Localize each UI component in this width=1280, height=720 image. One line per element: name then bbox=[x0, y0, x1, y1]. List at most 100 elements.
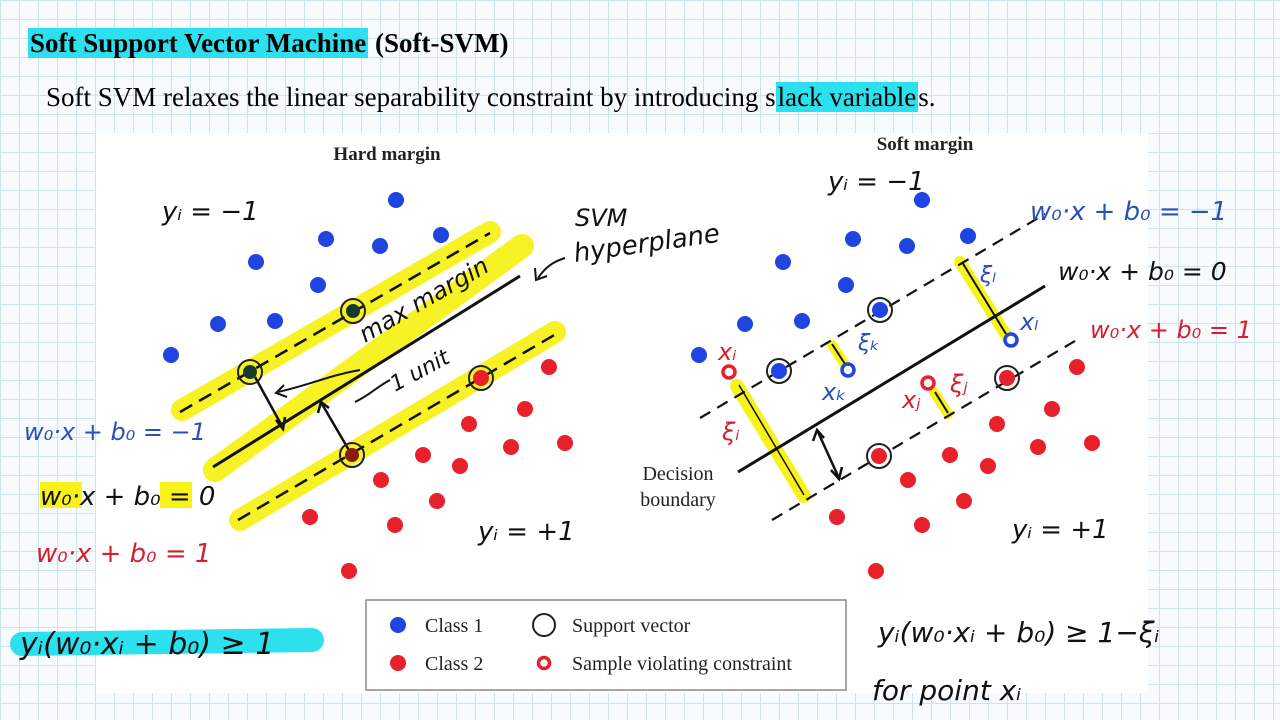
hard-eq-zero: w₀·x + b₀ = 0 bbox=[40, 482, 215, 512]
violating-point-l bbox=[1003, 332, 1019, 348]
soft-class2-point bbox=[1044, 401, 1060, 417]
hard-eq-pos: w₀·x + b₀ = 1 bbox=[36, 539, 211, 569]
label-x-j: xⱼ bbox=[901, 386, 921, 414]
hard-class1-point bbox=[310, 277, 326, 293]
subtitle-before: Soft SVM relaxes the linear separability… bbox=[46, 82, 776, 112]
decision-label-line1: Decision bbox=[642, 463, 713, 485]
label-x-k: xₖ bbox=[821, 378, 846, 406]
soft-arrowhead-b bbox=[830, 466, 844, 482]
soft-class1-point bbox=[794, 313, 810, 329]
legend-class2-label: Class 2 bbox=[425, 653, 483, 675]
label-xi-l: ξₗ bbox=[979, 263, 996, 288]
subtitle-highlight: lack variable bbox=[775, 82, 919, 112]
max-margin-pointer-head bbox=[274, 384, 288, 398]
legend-violating-label: Sample violating constraint bbox=[572, 653, 792, 675]
hyperplane-pointer-head bbox=[534, 267, 548, 282]
legend-class1-marker bbox=[390, 617, 406, 633]
soft-class2-point bbox=[980, 458, 996, 474]
hard-constraint: yᵢ(w₀·xᵢ + b₀) ≥ 1 bbox=[19, 627, 274, 662]
soft-class2-point bbox=[1030, 439, 1046, 455]
soft-support-ring-3 bbox=[994, 365, 1020, 391]
decision-label-line2: boundary bbox=[640, 489, 716, 511]
hard-class2-point bbox=[517, 401, 533, 417]
soft-arrowhead-a bbox=[811, 427, 825, 442]
hard-support-ring-2 bbox=[237, 359, 263, 385]
hard-class1-point bbox=[248, 254, 264, 270]
hard-class1-point bbox=[372, 238, 388, 254]
hard-class2-point bbox=[341, 563, 357, 579]
legend-box bbox=[365, 599, 847, 691]
title-main: Soft Support Vector Machine bbox=[28, 28, 369, 58]
subtitle-after: s. bbox=[918, 82, 936, 112]
hard-label-pos: yᵢ = +1 bbox=[477, 517, 575, 547]
hard-support-point-1 bbox=[346, 304, 360, 318]
hard-class2-point bbox=[557, 435, 573, 451]
soft-support-ring-1 bbox=[867, 297, 893, 323]
hard-max-margin-arrow bbox=[253, 376, 284, 427]
hard-class2-point bbox=[302, 509, 318, 525]
hard-margin-line-neg bbox=[179, 231, 491, 414]
soft-eq-neg: w₀·x + b₀ = −1 bbox=[1030, 197, 1227, 227]
hard-class2-point bbox=[452, 458, 468, 474]
soft-class1-point bbox=[845, 231, 861, 247]
hard-constraint-highlight bbox=[10, 628, 324, 656]
hard-arrowhead-a bbox=[275, 416, 287, 433]
eq-zero-highlight-b bbox=[160, 482, 192, 508]
hard-class1-point bbox=[210, 316, 226, 332]
soft-margin-panel: Soft margin yᵢ = −1 yᵢ = +1 w₀·x + b₀ = … bbox=[640, 134, 1252, 707]
slack-arrow-j bbox=[934, 391, 949, 414]
legend-class1-label: Class 1 bbox=[425, 615, 483, 637]
soft-class2-point bbox=[956, 493, 972, 509]
hard-support-ring-3 bbox=[468, 365, 494, 391]
soft-support-ring-4 bbox=[866, 443, 892, 469]
hard-class2-point bbox=[415, 447, 431, 463]
slack-line-i bbox=[738, 384, 805, 496]
soft-class2-point bbox=[829, 509, 845, 525]
slide-subtitle: Soft SVM relaxes the linear separability… bbox=[46, 82, 936, 113]
hard-arrowhead-b bbox=[316, 399, 330, 414]
hard-class1-point bbox=[267, 313, 283, 329]
hard-class1-point bbox=[388, 192, 404, 208]
hard-heading: Hard margin bbox=[333, 144, 441, 165]
soft-class2-point bbox=[942, 447, 958, 463]
soft-class2-point bbox=[989, 416, 1005, 432]
soft-eq-zero: w₀·x + b₀ = 0 bbox=[1058, 257, 1227, 286]
hard-class2-point bbox=[373, 472, 389, 488]
hard-class1-point bbox=[163, 347, 179, 363]
hard-class2-point bbox=[503, 439, 519, 455]
soft-hyperplane-line bbox=[737, 284, 1046, 474]
hard-support-ring-4 bbox=[339, 442, 365, 468]
soft-margin-line-pos bbox=[771, 337, 1081, 521]
slide-title: Soft Support Vector Machine (Soft-SVM) bbox=[28, 28, 509, 59]
hard-support-ring-1 bbox=[340, 298, 366, 324]
hard-class1-point bbox=[433, 227, 449, 243]
soft-label-neg: yᵢ = −1 bbox=[827, 167, 925, 197]
for-point-label: for point xᵢ bbox=[872, 674, 1021, 707]
eq-zero-highlight-w bbox=[40, 482, 82, 508]
soft-support-point-3 bbox=[999, 370, 1015, 386]
soft-support-point-1 bbox=[872, 302, 888, 318]
legend-violating-marker bbox=[536, 655, 552, 671]
label-xi-k: ξₖ bbox=[857, 331, 880, 356]
soft-class2-point bbox=[900, 472, 916, 488]
soft-label-pos: yᵢ = +1 bbox=[1011, 515, 1109, 545]
hard-margin-line-pos bbox=[237, 332, 557, 522]
hyperplane-pointer bbox=[537, 257, 566, 279]
hard-eq-neg: w₀·x + b₀ = −1 bbox=[24, 418, 206, 446]
label-xi-i: ξᵢ bbox=[721, 418, 740, 446]
violating-point-i bbox=[721, 364, 737, 380]
annot-svm: SVM bbox=[575, 204, 628, 232]
soft-support-point-4 bbox=[871, 448, 887, 464]
hard-hyperplane-line bbox=[212, 274, 521, 469]
hard-class2-point bbox=[461, 416, 477, 432]
soft-class2-point bbox=[1084, 435, 1100, 451]
soft-heading: Soft margin bbox=[877, 134, 974, 155]
legend: Class 1 Class 2 Support vector Sample vi… bbox=[365, 599, 847, 691]
hard-class2-point bbox=[541, 359, 557, 375]
label-x-i: xᵢ bbox=[717, 338, 737, 366]
soft-margin-arrow bbox=[816, 431, 840, 477]
max-margin-pointer bbox=[277, 369, 361, 393]
label-x-l: xₗ bbox=[1019, 308, 1038, 336]
soft-class2-point bbox=[914, 517, 930, 533]
